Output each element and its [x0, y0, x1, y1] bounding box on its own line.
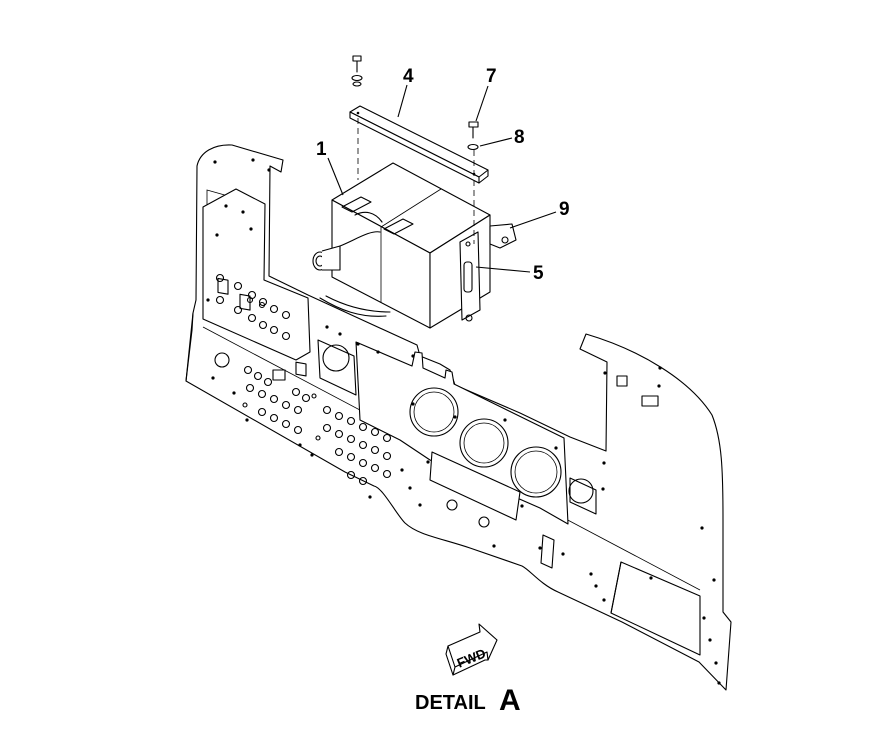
callout-5: 5: [475, 263, 544, 284]
switch-cluster: [215, 273, 291, 341]
detail-letter: A: [499, 684, 521, 717]
circuit-breaker-field: [214, 352, 392, 486]
detail-word: DETAIL: [415, 692, 486, 714]
angle-bracket: [349, 105, 489, 244]
callout-1: 1: [316, 139, 344, 196]
box-assembly: [312, 162, 517, 329]
callout-5-label: 5: [533, 263, 544, 284]
callout-4-label: 4: [403, 66, 414, 87]
callout-7-label: 7: [486, 66, 497, 87]
attitude-gauge: [409, 387, 459, 437]
bolt-right: [467, 121, 479, 151]
fastener-dots: [206, 158, 721, 685]
callout-7: 7: [475, 66, 497, 122]
callout-9: 9: [509, 199, 570, 229]
airspeed-gauge: [459, 418, 509, 468]
fwd-arrow-icon: FWD: [445, 623, 498, 676]
callout-8: 8: [479, 127, 525, 148]
altimeter-gauge: [510, 446, 562, 498]
callout-9-label: 9: [559, 199, 570, 220]
instrument-panel: [185, 144, 732, 691]
callout-1-label: 1: [316, 139, 327, 160]
detail-caption: DETAIL A: [415, 684, 521, 717]
callout-8-label: 8: [514, 127, 525, 148]
bolt-left: [351, 55, 363, 87]
callout-4: 4: [397, 66, 414, 118]
